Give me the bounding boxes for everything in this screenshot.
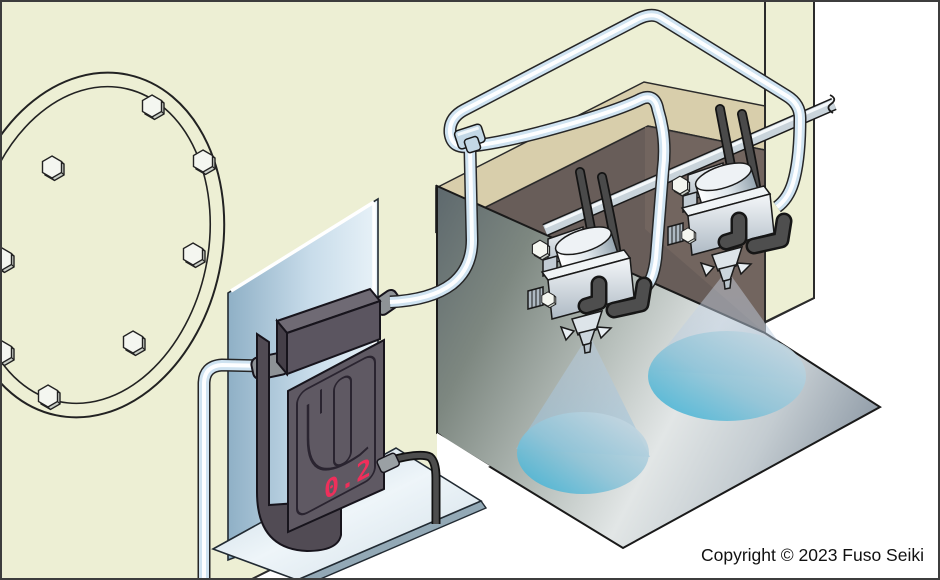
unit-top-front	[286, 299, 381, 376]
unit-logo-u	[306, 403, 369, 471]
controller-unit: 0.2	[250, 287, 402, 553]
unit-door-outline	[296, 355, 376, 516]
rail-break-mark	[827, 94, 836, 114]
unit-logo-bar	[333, 375, 352, 467]
spray-cone-left	[516, 334, 650, 494]
cable-connector	[376, 452, 400, 474]
spray-spot-right	[648, 331, 806, 421]
spray-spot-left	[517, 412, 649, 494]
air-tube-loop	[389, 8, 807, 309]
air-tube-supply	[197, 358, 269, 580]
power-cable	[376, 450, 441, 524]
spray-cone-right	[648, 270, 806, 421]
wall-right-strip	[764, 0, 815, 324]
floor-gap	[437, 433, 490, 490]
copyright-text: Copyright © 2023 Fuso Seiki	[701, 545, 924, 565]
mounting-rail	[542, 94, 837, 236]
tee-fitting	[453, 123, 486, 154]
